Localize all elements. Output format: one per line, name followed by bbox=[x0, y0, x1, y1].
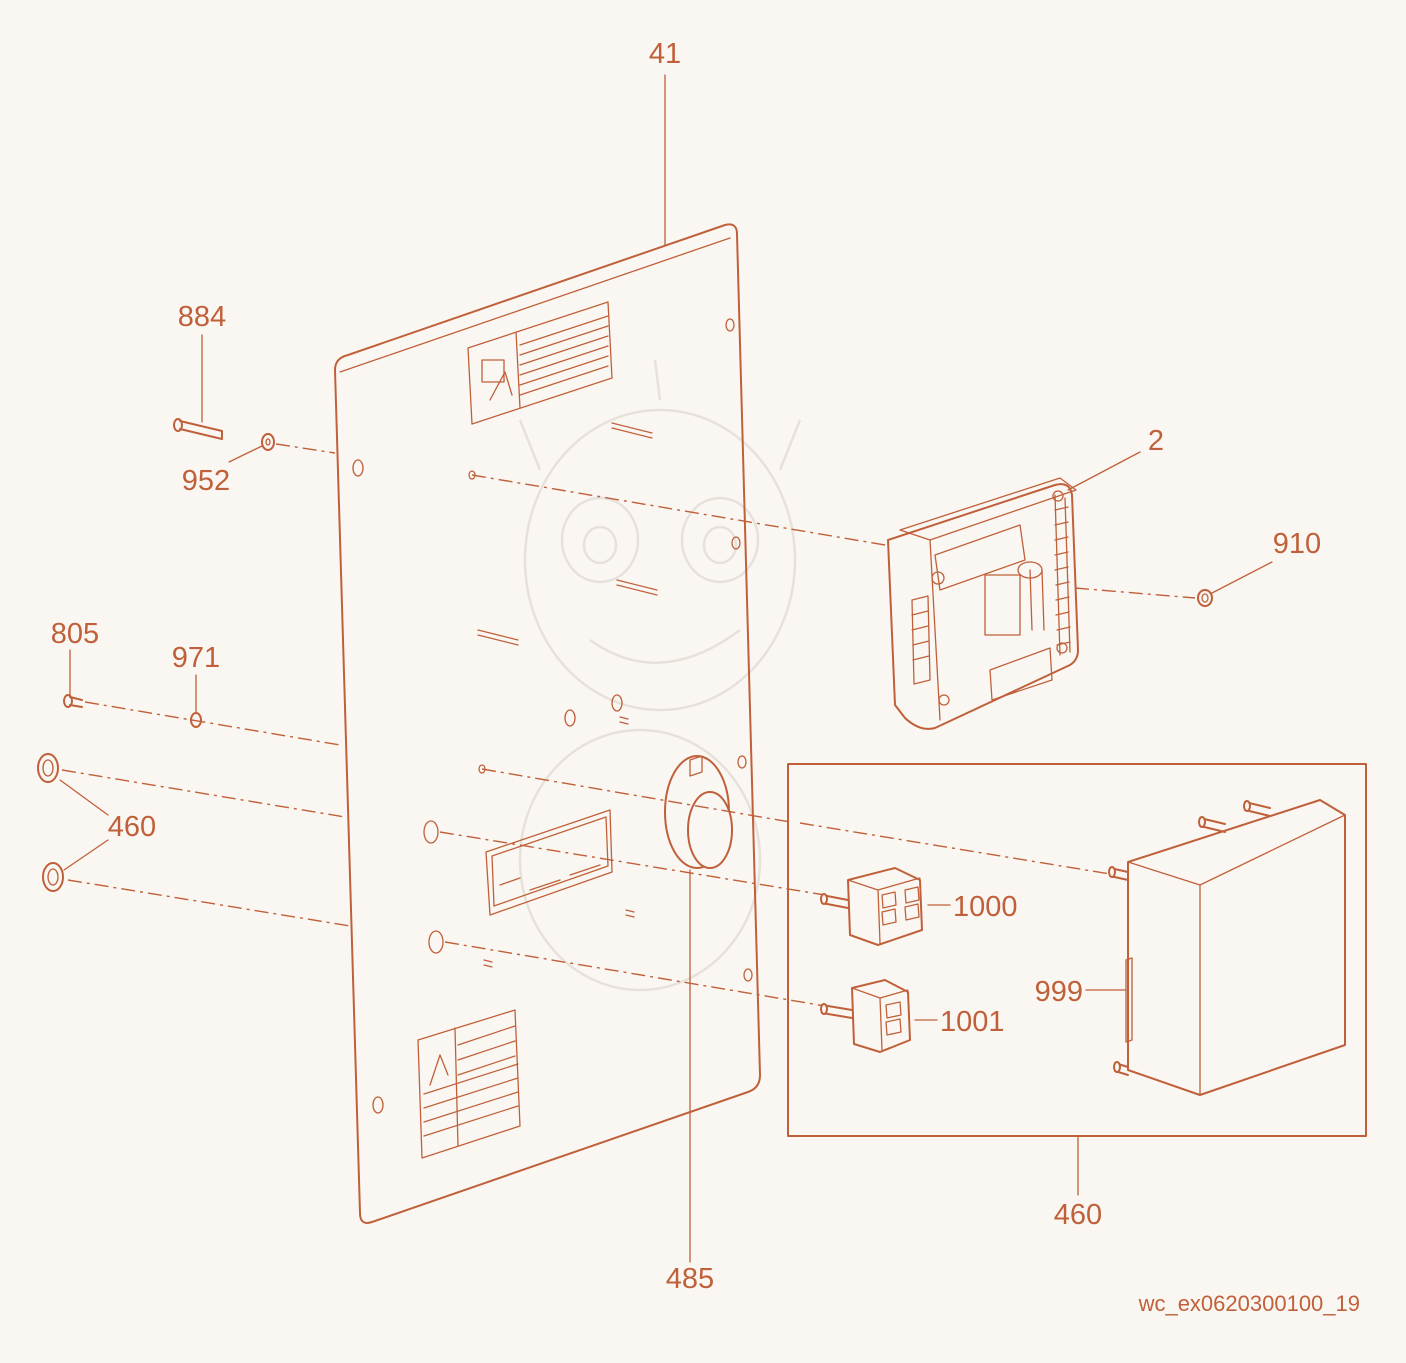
callout-999: 999 bbox=[1035, 976, 1083, 1008]
grommet-460-lower bbox=[42, 862, 64, 892]
callout-460-bottom: 460 bbox=[1054, 1199, 1102, 1231]
callout-910: 910 bbox=[1273, 528, 1321, 560]
callout-1000: 1000 bbox=[953, 891, 1018, 923]
connector-1001 bbox=[820, 979, 911, 1053]
callout-971: 971 bbox=[172, 642, 220, 674]
callout-41: 41 bbox=[649, 38, 681, 70]
grommet-460-upper bbox=[37, 753, 59, 783]
callout-485: 485 bbox=[666, 1263, 714, 1295]
callout-2: 2 bbox=[1148, 425, 1164, 457]
regulator-module-2 bbox=[887, 477, 1079, 730]
callout-884: 884 bbox=[178, 301, 226, 333]
screw-805 bbox=[63, 694, 83, 708]
leader-2 bbox=[1067, 451, 1141, 491]
nut-910 bbox=[1197, 589, 1213, 607]
callout-1001: 1001 bbox=[940, 1006, 1005, 1038]
connector-1000 bbox=[820, 867, 923, 946]
drawing-reference: wc_ex0620300100_19 bbox=[1138, 1291, 1360, 1316]
leader-910 bbox=[1211, 561, 1273, 594]
leader-952 bbox=[228, 445, 263, 463]
callout-952: 952 bbox=[182, 465, 230, 497]
panel-41 bbox=[334, 223, 761, 1224]
washer-952 bbox=[261, 433, 275, 451]
callout-460-left: 460 bbox=[108, 811, 156, 843]
switch-485 bbox=[664, 755, 733, 869]
leader-460-left bbox=[59, 779, 109, 871]
watermark-mascot bbox=[518, 359, 802, 992]
callout-805: 805 bbox=[51, 618, 99, 650]
nut-971 bbox=[190, 712, 202, 728]
box-999 bbox=[1108, 799, 1346, 1096]
bolt-884 bbox=[173, 418, 223, 440]
kit-box-460 bbox=[787, 763, 1367, 1137]
